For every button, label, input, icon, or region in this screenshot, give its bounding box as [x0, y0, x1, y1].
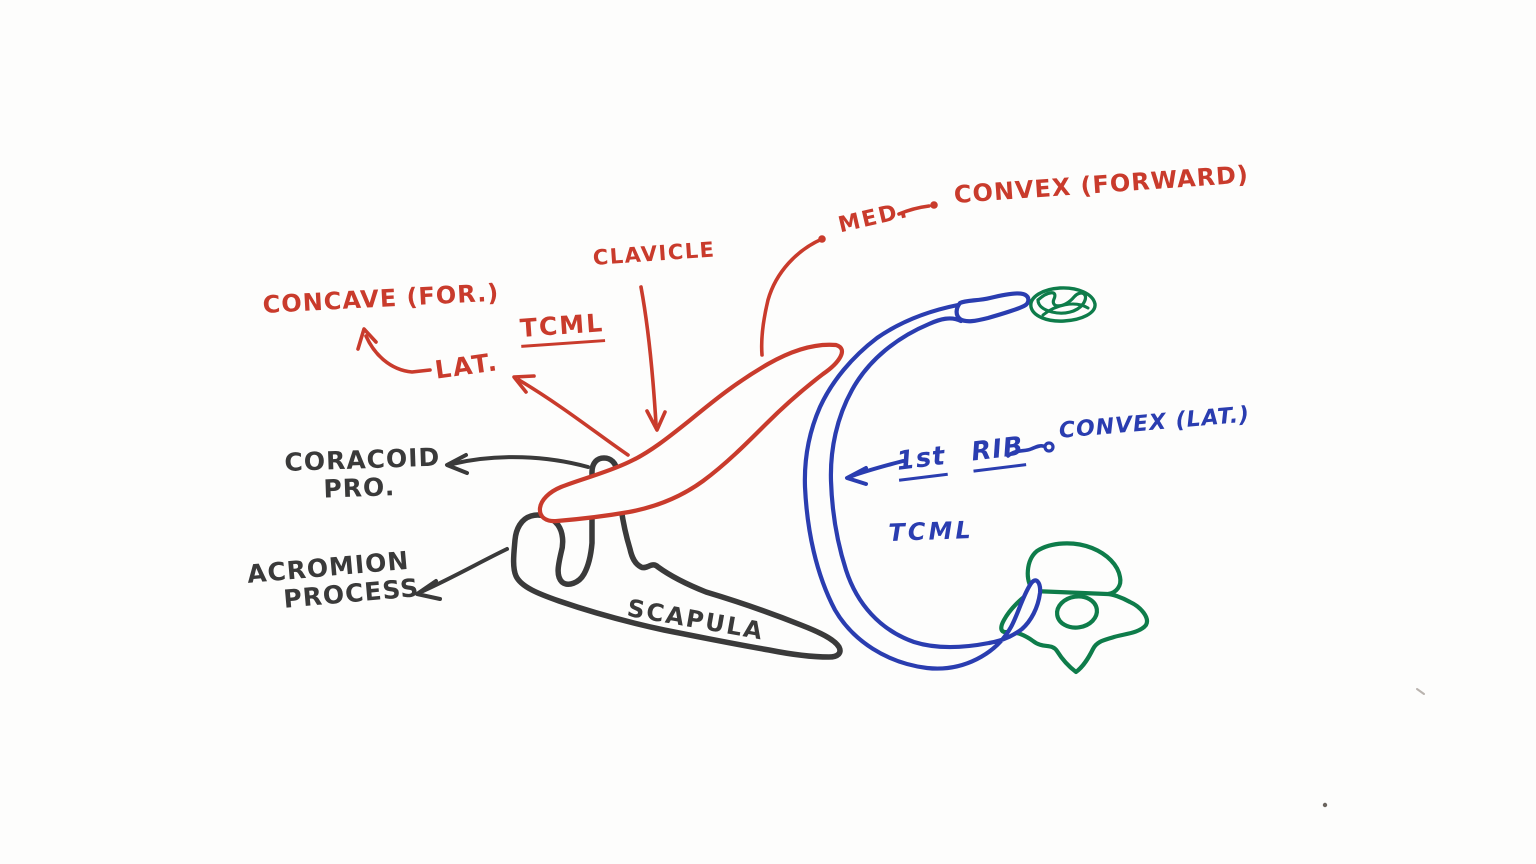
med-convex-arrow	[897, 204, 931, 216]
vertebra-foramen	[1054, 594, 1100, 630]
coracoid-leader-arrow	[450, 455, 590, 469]
med-convex-dot	[930, 201, 938, 209]
paper-speck	[1416, 688, 1425, 695]
label-first-rib-ordinal: 1st	[895, 441, 948, 482]
label-tcml-clavicle: TCML	[519, 308, 606, 348]
acromion-leader-arrow	[421, 547, 509, 593]
label-coracoid-process: CORACOID PRO.	[283, 442, 442, 505]
rib-arrowhead	[845, 466, 868, 486]
concave-leader-arrow	[364, 334, 432, 374]
clavicle-outline	[537, 342, 844, 524]
concave-arrowhead	[356, 327, 378, 351]
label-tcml-rib: TCML	[888, 516, 975, 547]
rib-convex-squiggle	[1006, 443, 1045, 458]
clavicle-arrowhead	[645, 409, 667, 432]
coracoid-arrowhead	[445, 453, 469, 475]
vertebra-arch-outline	[999, 588, 1150, 675]
med-leader-dot	[818, 235, 826, 243]
label-tcml-clavicle-text: TCML	[519, 308, 606, 348]
lat-leader-arrow	[517, 378, 630, 457]
lat-arrowhead	[512, 374, 536, 394]
label-coracoid-line2: PRO.	[322, 472, 396, 504]
med-leader-line	[759, 237, 824, 357]
acromion-arrowhead	[415, 579, 442, 601]
label-first-rib-word: RIB	[969, 431, 1026, 473]
rib-leader-arrow	[850, 459, 905, 478]
rib-sternal-segment	[954, 291, 1031, 324]
first-rib-outline	[802, 302, 1043, 671]
costal-cartilage-scribble-inner2	[1041, 302, 1090, 317]
label-coracoid-line1: CORACOID	[283, 442, 441, 477]
paper-speck	[1322, 802, 1328, 808]
clavicle-leader-arrow	[639, 285, 658, 426]
rib-convex-squiggle-loop	[1043, 441, 1055, 453]
